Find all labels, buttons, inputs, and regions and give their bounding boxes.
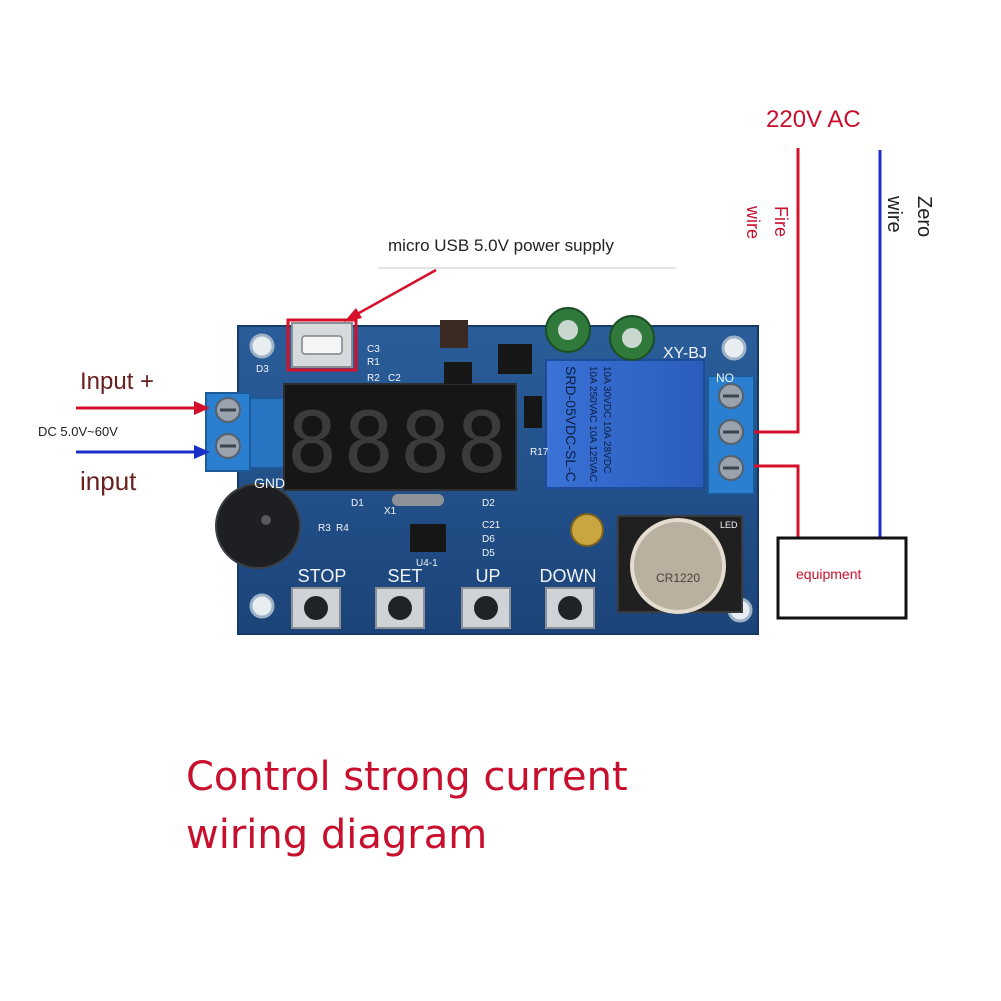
input-plus-label: Input +: [80, 368, 155, 395]
load-wire: [754, 464, 800, 538]
equipment-box: [776, 536, 908, 620]
svg-text:R1: R1: [367, 357, 380, 368]
svg-text:D3: D3: [256, 364, 269, 375]
svg-text:R4: R4: [336, 523, 349, 534]
relay-rating-2: 10A 30VDC 10A 28VDC: [601, 366, 612, 473]
display-digits: 8888: [287, 394, 513, 492]
fire-wire-label: wire: [743, 206, 763, 240]
usb-supply-label: micro USB 5.0V power supply: [388, 236, 614, 255]
silkscreen-labels: D3 C3 R1 R2 C2 R3 R4 D1 X1 U4-1 C21 D6 D…: [254, 344, 738, 569]
coin-battery: CR1220: [617, 515, 743, 614]
input-arrows: [76, 401, 210, 459]
svg-text:R17: R17: [530, 447, 549, 458]
svg-text:D1: D1: [351, 498, 364, 509]
input-minus-label: input: [80, 466, 137, 496]
wires: [754, 148, 882, 538]
svg-text:STOP: STOP: [298, 566, 347, 586]
svg-text:D5: D5: [482, 548, 495, 559]
stop-button[interactable]: STOP: [291, 566, 347, 629]
set-button[interactable]: SET: [375, 566, 425, 629]
diagram-title: Control strong current wiring diagram: [186, 754, 628, 858]
ac-source-label: 220V AC: [766, 106, 861, 133]
zero-wire-label: wire: [883, 196, 905, 233]
svg-text:R3: R3: [318, 523, 331, 534]
svg-text:DOWN: DOWN: [540, 566, 597, 586]
gnd-label: GND: [254, 475, 285, 491]
dc-range-label: DC 5.0V~60V: [38, 424, 118, 439]
svg-text:C21: C21: [482, 520, 501, 531]
input-terminal-block: [205, 392, 285, 472]
seven-segment-display: 8888: [283, 383, 517, 492]
board-model-label: XY-BJ: [663, 345, 707, 362]
relay: SRD-05VDC-SL-C 10A 250VAC 10A 125VAC 10A…: [545, 359, 705, 489]
svg-text:D6: D6: [482, 534, 495, 545]
led-label: LED: [720, 520, 738, 530]
electrolytic-capacitors: [545, 307, 655, 547]
up-button[interactable]: UP: [461, 566, 511, 629]
down-button[interactable]: DOWN: [540, 566, 597, 629]
svg-text:X1: X1: [384, 506, 397, 517]
battery-label: CR1220: [656, 571, 700, 585]
fire-label: Fire: [771, 206, 791, 237]
buttons: STOP SET UP DOWN: [291, 566, 597, 629]
relay-model-label: SRD-05VDC-SL-C: [563, 366, 579, 482]
svg-text:C2: C2: [388, 373, 401, 384]
fire-wire: [754, 148, 800, 434]
buzzer: [215, 483, 301, 569]
svg-text:C3: C3: [367, 344, 380, 355]
svg-text:D2: D2: [482, 498, 495, 509]
ics: [392, 320, 542, 552]
equipment-label: equipment: [796, 566, 862, 582]
svg-text:SET: SET: [387, 566, 422, 586]
no-label: NO: [716, 371, 734, 385]
usb-arrow: [344, 268, 437, 322]
svg-text:R2: R2: [367, 373, 380, 384]
relay-terminal-block: [707, 375, 755, 495]
svg-text:U4-1: U4-1: [416, 558, 438, 569]
zero-label: Zero: [913, 196, 935, 238]
svg-text:UP: UP: [475, 566, 500, 586]
relay-rating-1: 10A 250VAC 10A 125VAC: [587, 366, 598, 482]
